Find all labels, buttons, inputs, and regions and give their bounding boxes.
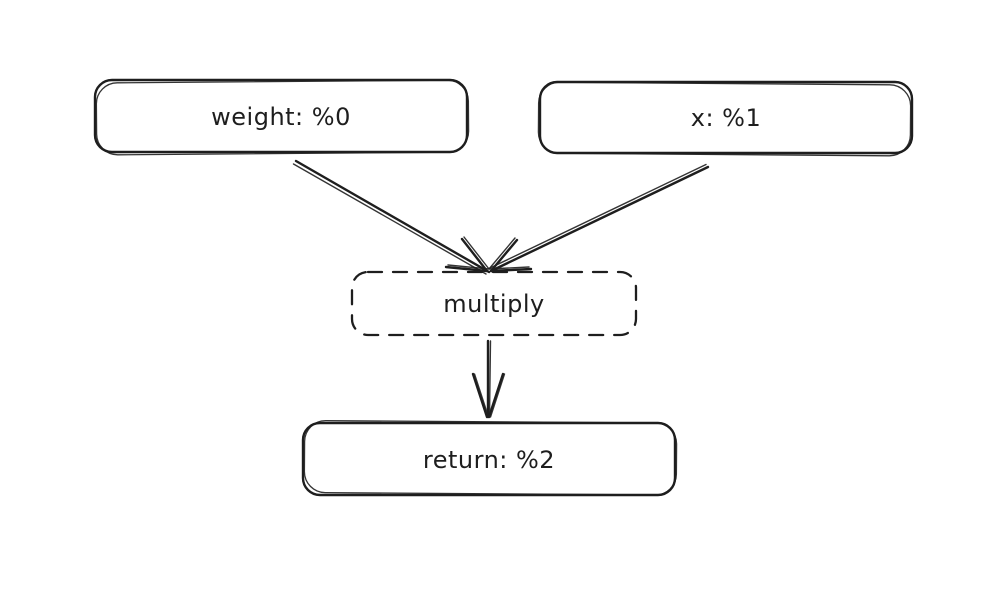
node-x-shape-sketch-pass	[537, 81, 912, 157]
node-weight-shape-sketch-pass	[95, 79, 470, 156]
node-return-label: return: %2	[423, 446, 555, 474]
arrowhead-sketch-pass	[447, 236, 490, 270]
node-return-shape-sketch-pass	[303, 419, 678, 496]
node-x: x: %1	[537, 80, 914, 157]
node-x-label: x: %1	[691, 104, 762, 132]
arrowhead-icon	[489, 238, 533, 273]
edge-line	[294, 159, 491, 274]
node-weight-label: weight: %0	[211, 103, 351, 131]
arrowhead-icon	[444, 237, 489, 273]
edge-multiply-to-return	[471, 339, 506, 419]
arrowhead-sketch-pass	[488, 237, 530, 270]
arrowhead-sketch-pass	[473, 373, 506, 418]
node-return-shape	[301, 421, 677, 497]
edge-line	[489, 165, 710, 273]
node-return: return: %2	[301, 419, 678, 497]
edge-line-sketch-pass	[488, 340, 492, 418]
node-multiply: multiply	[350, 270, 638, 337]
edge-weight-to-multiply	[292, 159, 491, 275]
edge-line-sketch-pass	[292, 163, 487, 275]
node-x-shape	[538, 80, 914, 155]
arrowhead-icon	[471, 372, 505, 419]
node-weight-shape	[93, 78, 469, 154]
node-multiply-label: multiply	[443, 290, 544, 318]
node-weight: weight: %0	[93, 78, 470, 156]
edge-x-to-multiply	[488, 163, 710, 273]
edge-line-sketch-pass	[488, 163, 707, 270]
